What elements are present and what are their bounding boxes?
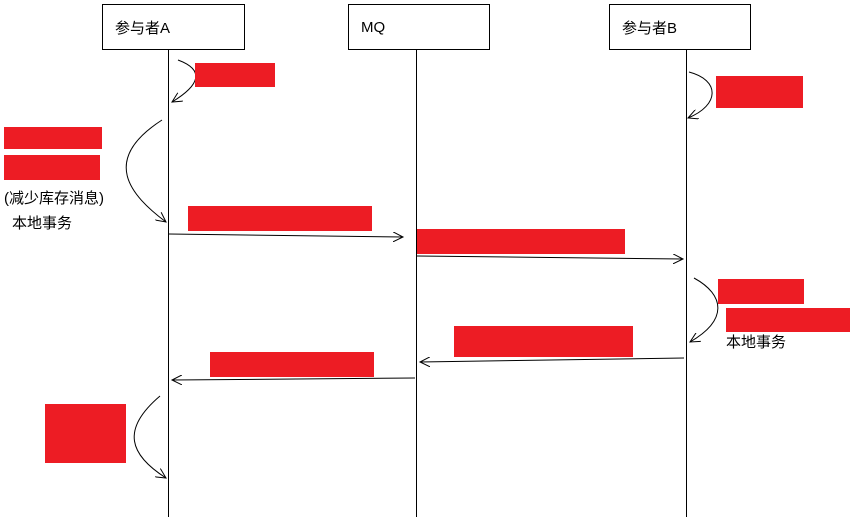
- participant-b-box: 参与者B: [609, 4, 751, 50]
- redacted-label: [45, 404, 126, 463]
- note-local-transaction-a: 本地事务: [12, 215, 73, 232]
- redacted-label: [454, 326, 633, 357]
- participant-a-box: 参与者A: [102, 4, 245, 50]
- message-a-to-mq: [168, 234, 403, 237]
- lifeline-b: [686, 50, 687, 517]
- participant-a-label: 参与者A: [115, 19, 171, 37]
- note-local-transaction-b: 本地事务: [726, 334, 787, 351]
- redacted-label: [210, 352, 374, 377]
- lifeline-mq: [416, 50, 417, 517]
- redacted-label: [4, 155, 100, 180]
- message-mq-to-a: [172, 378, 416, 380]
- redacted-label: [188, 206, 372, 231]
- message-mq-to-b: [416, 256, 683, 259]
- self-call-a-3: [133, 395, 166, 478]
- message-b-to-mq: [420, 358, 685, 362]
- note-reduce-inventory-message: (减少库存消息): [4, 190, 104, 207]
- redacted-label: [4, 127, 102, 149]
- redacted-label: [417, 229, 625, 254]
- self-call-b-2: [690, 277, 719, 342]
- redacted-label: [195, 63, 275, 87]
- participant-b-label: 参与者B: [622, 19, 678, 37]
- lifeline-a: [168, 50, 169, 517]
- self-call-b-1: [688, 71, 713, 118]
- self-call-a-2: [125, 119, 166, 222]
- redacted-label: [726, 308, 850, 332]
- self-call-a-1: [172, 59, 197, 102]
- redacted-label: [718, 279, 804, 304]
- participant-mq-box: MQ: [348, 4, 490, 50]
- redacted-label: [716, 76, 803, 108]
- participant-mq-label: MQ: [361, 18, 386, 36]
